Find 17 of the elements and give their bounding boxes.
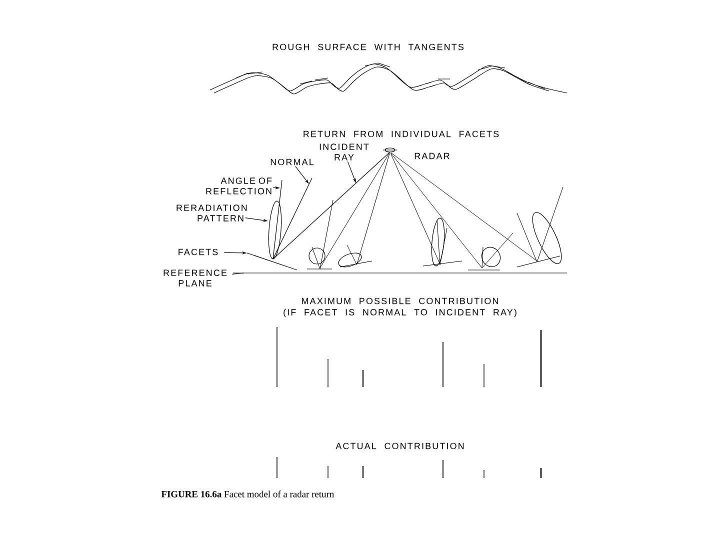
lobe [268, 200, 282, 260]
caption: FIGURE 16.6a Facet model of a radar return [161, 490, 334, 498]
radar-label: RADAR [414, 152, 450, 160]
facet-line [246, 252, 298, 270]
heading: ROUGH SURFACE WITH TANGENTS [272, 44, 464, 50]
leader-line [232, 272, 244, 274]
callout-label: FACETS [178, 248, 218, 256]
reference-line [232, 272, 568, 274]
heading: RETURN FROM INDIVIDUAL FACETS [304, 130, 499, 138]
heading: (IF FACET IS NORMAL TO INCIDENT RAY) [284, 308, 516, 318]
heading: ACTUAL CONTRIBUTION [336, 442, 464, 450]
heading: MAXIMUM POSSIBLE CONTRIBUTION [302, 298, 498, 304]
callout-label: REFERENCE PLANE [164, 270, 227, 286]
callout-label: INCIDENT RAY [320, 144, 369, 160]
callout-label: ANGLE OF REFLECTION [206, 178, 272, 194]
incident-ray [272, 152, 390, 260]
callout-label: RERADIATION PATTERN [176, 204, 247, 222]
